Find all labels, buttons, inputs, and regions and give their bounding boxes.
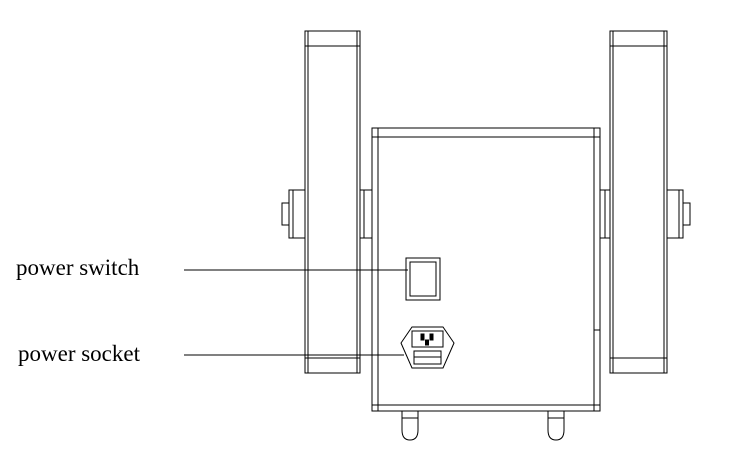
power-switch-label: power switch bbox=[16, 255, 140, 280]
power-socket-label: power socket bbox=[18, 341, 140, 366]
left-wheel bbox=[281, 30, 373, 374]
power-socket-shape bbox=[400, 326, 455, 369]
power-switch-shape bbox=[405, 257, 441, 301]
right-wheel bbox=[599, 30, 691, 374]
feet bbox=[401, 411, 565, 441]
